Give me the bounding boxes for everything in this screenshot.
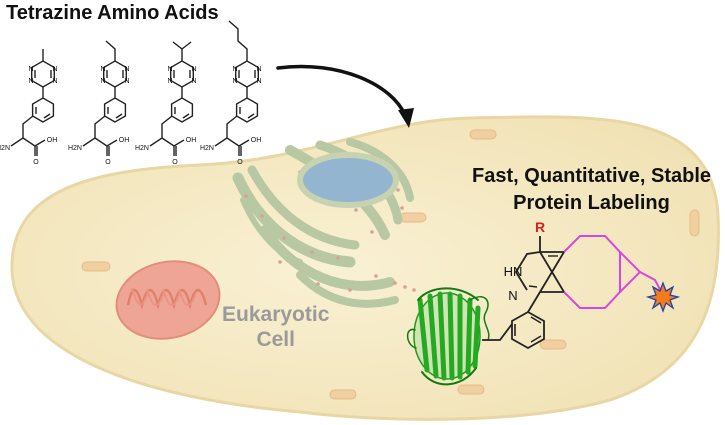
atom-n: N bbox=[124, 78, 129, 85]
atom-n: N bbox=[100, 78, 105, 85]
atom-n: N bbox=[28, 66, 33, 73]
atom-n: N bbox=[256, 78, 261, 85]
atom-hn: HN bbox=[504, 264, 523, 279]
vesicles bbox=[81, 129, 700, 400]
phenyl-ring bbox=[511, 310, 545, 350]
cell-label-line-2: Cell bbox=[256, 328, 295, 351]
caption-line-1: Fast, Quantitative, Stable bbox=[472, 165, 711, 187]
alkyl-substituent bbox=[172, 41, 192, 61]
atom-oxygen: O bbox=[105, 159, 111, 166]
result-caption: Fast, Quantitative, Stable Protein Label… bbox=[472, 163, 711, 217]
atom-n: N bbox=[52, 78, 57, 85]
atom-n: N bbox=[167, 66, 172, 73]
atom-hydroxyl: OH bbox=[47, 137, 58, 144]
bicyclononane-linker bbox=[563, 235, 621, 309]
fluorophore-star-icon bbox=[645, 281, 681, 313]
nucleus bbox=[297, 152, 399, 208]
atom-n: N bbox=[232, 66, 237, 73]
atom-n: N bbox=[167, 78, 172, 85]
tetrazine-amino-acids: NNNNH2NOHONNNNH2NOHONNNNH2NOHONNNNH2NOHO bbox=[0, 20, 262, 166]
atom-n: N bbox=[191, 66, 196, 73]
atom-n: N bbox=[100, 66, 105, 73]
atom-n: N bbox=[28, 78, 33, 85]
atom-oxygen: O bbox=[237, 159, 243, 166]
atom-n: N bbox=[52, 66, 57, 73]
atom-amine: H2N bbox=[200, 145, 214, 152]
atom-n: N bbox=[256, 66, 261, 73]
atom-oxygen: O bbox=[33, 159, 39, 166]
atom-hydroxyl: OH bbox=[251, 137, 262, 144]
atom-r-group: R bbox=[535, 219, 545, 235]
caption-line-2: Protein Labeling bbox=[513, 192, 670, 214]
curved-arrow-icon bbox=[276, 64, 414, 128]
atom-oxygen: O bbox=[172, 159, 178, 166]
alkyl-substituent bbox=[228, 20, 248, 61]
atom-amine: H2N bbox=[0, 145, 10, 152]
atom-n: N bbox=[232, 78, 237, 85]
mitochondrion bbox=[115, 260, 221, 340]
protein-beta-barrel bbox=[406, 287, 490, 386]
protein-linker-bond bbox=[482, 323, 513, 341]
alkyl-substituent bbox=[105, 40, 116, 61]
cell-label: Eukaryotic Cell bbox=[222, 302, 329, 352]
atom-hydroxyl: OH bbox=[119, 137, 130, 144]
atom-hydroxyl: OH bbox=[186, 137, 197, 144]
atom-n: N bbox=[191, 78, 196, 85]
cell-label-line-1: Eukaryotic bbox=[222, 303, 330, 326]
labeled-product-structure: HN N R bbox=[504, 219, 681, 350]
atom-amine: H2N bbox=[135, 145, 149, 152]
atom-n: N bbox=[124, 66, 129, 73]
atom-amine: H2N bbox=[68, 145, 82, 152]
atom-n: N bbox=[508, 288, 517, 303]
figure-title: Tetrazine Amino Acids bbox=[6, 2, 219, 24]
